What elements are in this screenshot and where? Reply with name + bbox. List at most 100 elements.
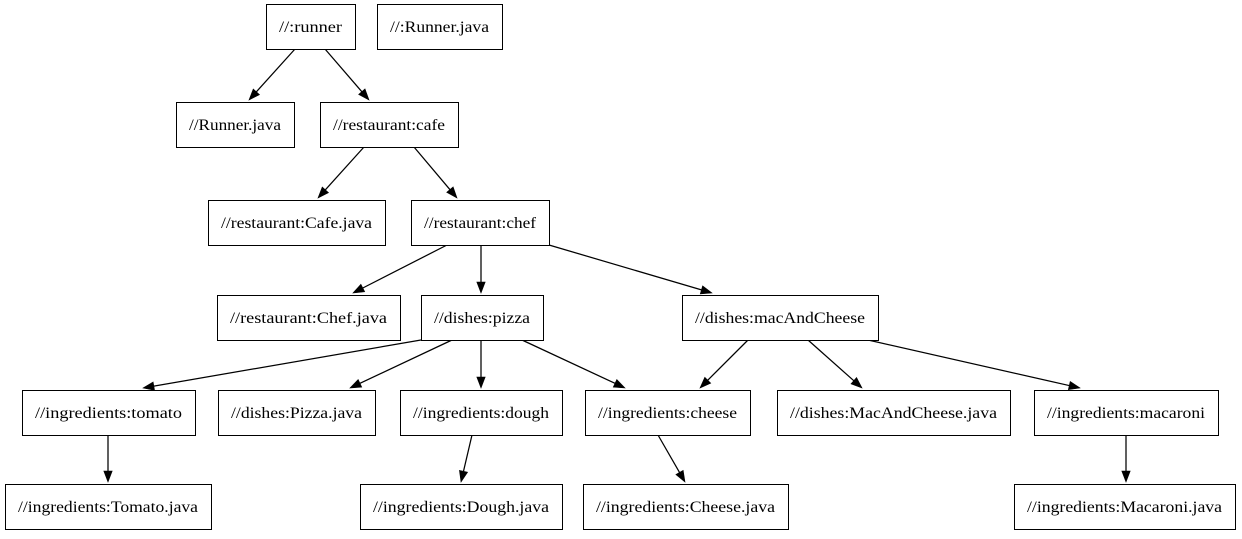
graph-node-restaurant_chef_java[interactable]: //restaurant:Chef.java (217, 295, 401, 341)
graph-node-ing_dough[interactable]: //ingredients:dough (400, 390, 563, 436)
edge-line (707, 339, 749, 381)
node-box[interactable] (320, 102, 459, 148)
graph-edge (349, 339, 453, 389)
edge-line (255, 48, 296, 93)
node-label: //Runner.java (189, 117, 281, 134)
edge-arrowhead-icon (142, 381, 155, 391)
edge-line (153, 339, 422, 387)
edge-arrowhead-icon (1067, 380, 1081, 391)
edge-arrowhead-icon (248, 88, 261, 101)
graph-edge (352, 244, 448, 294)
node-label: //ingredients:cheese (598, 405, 737, 422)
node-box[interactable] (1014, 484, 1236, 530)
node-box[interactable] (777, 390, 1011, 436)
graph-edge (103, 435, 113, 483)
edge-arrowhead-icon (699, 376, 712, 389)
edge-line (324, 48, 363, 93)
node-label: //ingredients:tomato (35, 405, 182, 422)
edge-arrowhead-icon (349, 378, 363, 389)
graph-node-ing_dough_java[interactable]: //ingredients:Dough.java (360, 484, 563, 530)
graph-node-ing_cheese[interactable]: //ingredients:cheese (585, 390, 751, 436)
edge-arrowhead-icon (699, 285, 713, 295)
node-box[interactable] (218, 390, 376, 436)
edge-arrowhead-icon (675, 469, 686, 483)
graph-node-restaurant_chef[interactable]: //restaurant:chef (411, 200, 550, 246)
edge-arrowhead-icon (317, 186, 330, 199)
node-box[interactable] (411, 200, 550, 246)
edge-line (807, 339, 855, 382)
edge-arrowhead-icon (358, 88, 370, 101)
edge-line (462, 434, 473, 472)
node-label: //ingredients:Dough.java (373, 499, 549, 516)
edge-line (548, 244, 702, 291)
graph-node-runner[interactable]: //:runner (266, 4, 356, 50)
node-box[interactable] (400, 390, 563, 436)
node-box[interactable] (217, 295, 401, 341)
edge-line (324, 146, 365, 191)
node-box[interactable] (421, 295, 544, 341)
node-box[interactable] (360, 484, 563, 530)
edge-line (867, 339, 1070, 387)
node-label: //ingredients:Macaroni.java (1027, 499, 1222, 516)
node-box[interactable] (585, 390, 751, 436)
graph-node-restaurant_cafe[interactable]: //restaurant:cafe (320, 102, 459, 148)
graph-node-ing_macaroni[interactable]: //ingredients:macaroni (1034, 390, 1219, 436)
graph-node-dishes_mac_java[interactable]: //dishes:MacAndCheese.java (777, 390, 1011, 436)
edge-line (657, 434, 681, 473)
edge-arrowhead-icon (103, 470, 113, 483)
node-label: //:Runner.java (390, 19, 489, 36)
graph-node-ing_tomato_java[interactable]: //ingredients:Tomato.java (5, 484, 212, 530)
node-label: //ingredients:macaroni (1047, 405, 1206, 422)
graph-node-dishes_pizza[interactable]: //dishes:pizza (421, 295, 544, 341)
edge-arrowhead-icon (612, 379, 626, 389)
graph-node-ing_macaroni_java[interactable]: //ingredients:Macaroni.java (1014, 484, 1236, 530)
graph-edge (142, 339, 422, 391)
edge-line (362, 244, 448, 289)
graph-node-dishes_pizza_java[interactable]: //dishes:Pizza.java (218, 390, 376, 436)
node-label: //dishes:macAndCheese (695, 310, 865, 327)
node-label: //dishes:pizza (434, 310, 530, 327)
graph-edge (324, 48, 370, 101)
node-label: //dishes:Pizza.java (231, 405, 362, 422)
node-label: //dishes:MacAndCheese.java (790, 405, 997, 422)
graph-node-ing_cheese_java[interactable]: //ingredients:Cheese.java (583, 484, 789, 530)
node-box[interactable] (377, 4, 503, 50)
node-box[interactable] (176, 102, 295, 148)
graph-node-ing_tomato[interactable]: //ingredients:tomato (22, 390, 196, 436)
graph-node-runner_java_root[interactable]: //:Runner.java (377, 4, 503, 50)
node-label: //restaurant:Cafe.java (221, 215, 372, 232)
edge-arrowhead-icon (476, 376, 486, 389)
node-label: //:runner (279, 19, 343, 36)
graph-edge (459, 434, 473, 483)
graph-edge (1121, 435, 1131, 483)
graph-edge (317, 146, 365, 199)
graph-node-dishes_macandcheese[interactable]: //dishes:macAndCheese (682, 295, 879, 341)
node-box[interactable] (266, 4, 356, 50)
graph-edge (413, 146, 458, 199)
node-box[interactable] (583, 484, 789, 530)
graph-edge (521, 339, 626, 389)
graph-edge (867, 339, 1081, 391)
node-label: //restaurant:Chef.java (230, 310, 387, 327)
edge-line (413, 146, 451, 190)
edges-layer (103, 48, 1131, 483)
node-box[interactable] (5, 484, 212, 530)
edge-arrowhead-icon (1121, 470, 1131, 483)
graph-edge (476, 340, 486, 389)
node-box[interactable] (208, 200, 386, 246)
graph-node-restaurant_cafe_java[interactable]: //restaurant:Cafe.java (208, 200, 386, 246)
node-label: //ingredients:dough (413, 405, 549, 422)
node-label: //restaurant:chef (424, 215, 537, 232)
graph-node-runner_java[interactable]: //Runner.java (176, 102, 295, 148)
node-box[interactable] (682, 295, 879, 341)
graph-edge (248, 48, 296, 101)
graph-edge (699, 339, 749, 389)
edge-arrowhead-icon (476, 281, 486, 294)
edge-line (521, 339, 616, 384)
node-box[interactable] (1034, 390, 1219, 436)
node-label: //ingredients:Tomato.java (18, 499, 198, 516)
node-box[interactable] (22, 390, 196, 436)
graph-edge (657, 434, 686, 483)
